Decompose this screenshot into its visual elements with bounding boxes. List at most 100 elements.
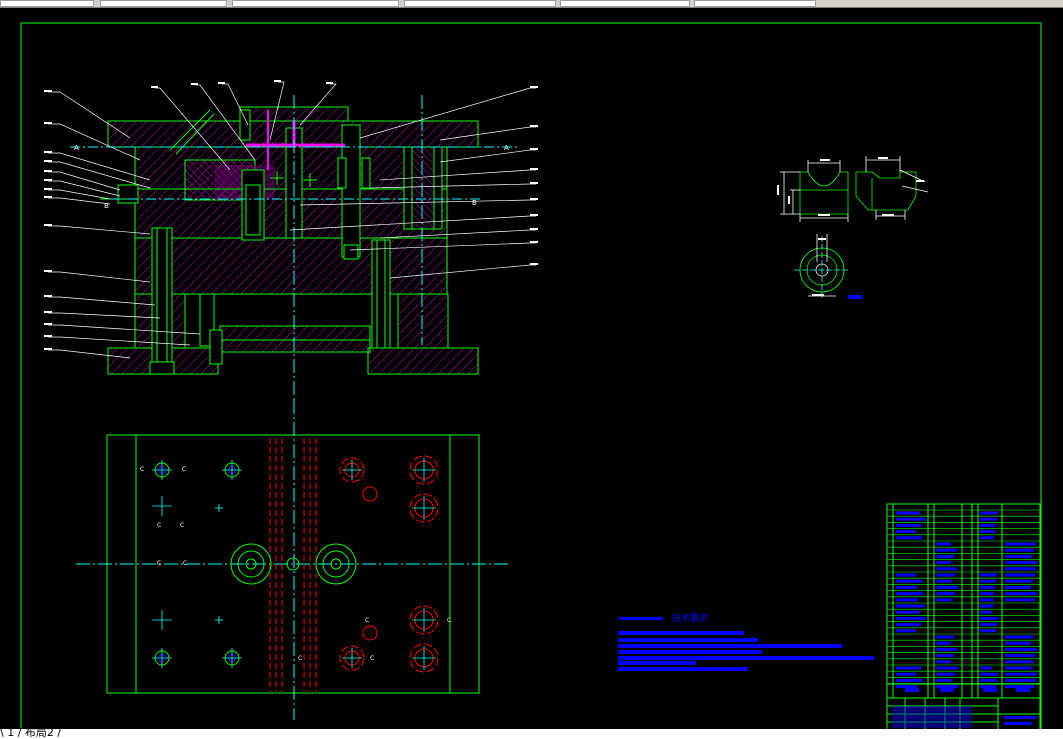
toolbar-field-3[interactable] [232,0,399,7]
table-cell-text [936,598,952,602]
section-label-right: A [504,144,509,152]
table-cell-text [980,678,997,682]
table-cell-text [1005,660,1033,664]
table-cell-text [936,654,954,658]
table-cell-text [936,579,952,583]
ejector-retainer-plate [219,325,371,341]
section-view [70,95,520,410]
toolbar-field-5[interactable] [560,0,690,7]
cut-label: C [140,466,144,473]
view-label-b: B [104,202,109,210]
part-number-labels [44,80,538,350]
table-cell-text [1005,579,1033,583]
cut-label: C [180,522,184,529]
drawing-canvas[interactable]: A A B B [0,8,1063,729]
table-cell-text [1005,592,1037,596]
spacer-block-right [397,293,449,349]
table-cell-text [896,598,918,602]
cut-label: C [157,560,161,567]
table-cell-text [1005,678,1036,682]
toolbar-field-2[interactable] [100,0,227,7]
toolbar-field-1[interactable] [0,0,94,7]
table-cell-text [936,592,955,596]
table-cell-text [1005,554,1032,558]
table-cell-text [980,511,998,515]
scale-note-marker [848,295,862,299]
table-cell-text [936,585,958,589]
cut-label: C [157,522,161,529]
table-cell-text [896,604,925,608]
layout-tabs[interactable]: \ 1 / 布局2 / [0,726,62,739]
table-cell-text [936,554,954,558]
table-cell-text [980,585,995,589]
part-detail-views [780,156,929,300]
table-cell-text [936,685,958,689]
table-cell-text [936,672,955,676]
table-cell-text [896,511,920,515]
table-cell-text [1005,666,1032,670]
table-cell-text [980,623,997,627]
plan-view: C C C C C C C C C C [76,400,508,720]
table-cell-text [1005,542,1036,546]
table-cell-text [1005,561,1037,565]
toolbar-field-4[interactable] [404,0,556,7]
table-cell-text [1005,654,1035,658]
ejector-plate [219,339,371,353]
table-cell-text [980,598,993,602]
table-cell-text [896,623,921,627]
table-cell-text [896,666,921,670]
table-cell-text [896,629,916,633]
table-cell-text [1005,672,1037,676]
toolbar [0,0,1063,8]
table-cell-text [980,523,996,527]
table-cell-text [896,592,923,596]
table-cell-text [1005,548,1034,552]
cut-label: C [183,560,187,567]
table-cell-text [936,548,957,552]
cut-label: C [298,655,302,662]
table-cell-text [936,573,955,577]
table-cell-text [980,530,995,534]
table-cell-text [936,542,951,546]
table-cell-text [896,616,926,620]
table-cell-text [980,616,998,620]
table-cell-text [980,685,996,689]
table-cell-text [980,579,996,583]
cut-label: C [370,655,374,662]
table-cell-text [1005,585,1031,589]
table-cell-text [936,567,957,571]
table-cell-text [1005,635,1033,639]
status-bar: \ 1 / 布局2 / [0,726,1063,739]
dimension-text-marks [777,157,924,296]
table-cell-text [1005,641,1031,645]
table-cell-text [1005,685,1034,689]
table-cell-text [936,660,951,664]
table-cell-text [936,678,952,682]
table-cell-text [980,573,997,577]
table-cell-text [980,536,994,540]
table-cell-text [896,523,921,527]
table-cell-text [980,672,998,676]
table-cell-text [980,610,992,614]
table-cell-text [896,672,916,676]
section-label-left: A [74,144,79,152]
cut-label: C [447,617,451,624]
tech-requirements-title: 技术要求 [672,612,708,624]
table-cell-text [936,666,958,670]
table-cell-text [980,666,992,670]
cut-label: C [365,617,369,624]
table-cell-text [896,517,926,521]
support-plate [134,237,448,295]
technical-requirements: 技术要求 [618,612,874,671]
table-cell-text [936,635,954,639]
table-cell-text [896,685,917,689]
table-cell-text [1005,573,1035,577]
table-cell-text [936,561,951,565]
table-cell-text [980,629,996,633]
table-cell-text [896,573,916,577]
toolbar-field-6[interactable] [694,0,816,7]
table-cell-text [896,536,922,540]
view-label-b-right: B [472,199,477,207]
table-cell-text [980,517,997,521]
table-cell-text [896,579,922,583]
